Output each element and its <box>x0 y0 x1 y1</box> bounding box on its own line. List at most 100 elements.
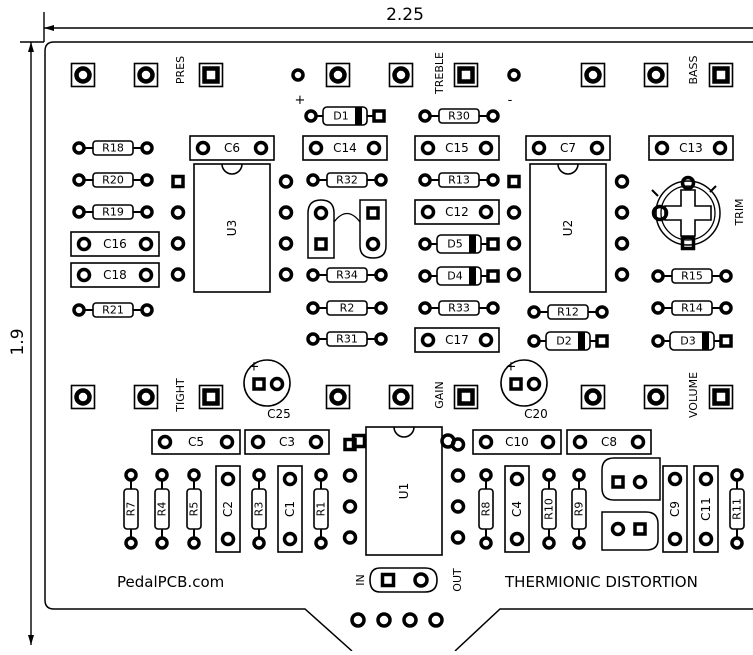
trimmer-tick <box>651 189 659 197</box>
pad <box>72 205 86 219</box>
pad <box>365 236 381 252</box>
resistor-r30: R30 <box>418 108 500 124</box>
pot-label-gain: GAIN <box>433 381 446 409</box>
resistor-body <box>438 108 480 124</box>
pad <box>282 531 298 547</box>
polarity-minus: - <box>508 93 513 108</box>
resistor-body <box>251 488 267 530</box>
capacitor-label: C18 <box>103 268 127 282</box>
resistor-label: R3 <box>253 502 266 517</box>
pad <box>253 140 269 156</box>
pot-pad-outline <box>70 384 96 410</box>
diode-label: D1 <box>333 110 348 123</box>
resistor-r5: R5 <box>186 468 202 550</box>
pot-pad-outline <box>70 62 96 88</box>
capacitor-label: C13 <box>679 141 703 155</box>
ic-notch <box>557 163 579 175</box>
pad <box>195 140 211 156</box>
diode-d2: D2 <box>527 331 609 351</box>
pot-pad-square <box>712 388 730 406</box>
pad-square <box>633 522 647 536</box>
resistor-label: R21 <box>102 304 124 317</box>
pad <box>138 267 154 283</box>
pad <box>632 474 648 490</box>
pad <box>486 173 500 187</box>
resistor-label: R2 <box>340 302 355 315</box>
pad <box>124 468 138 482</box>
ic-u3: U3 <box>170 163 294 293</box>
capacitor-c6: C6 <box>189 135 275 161</box>
pad <box>478 140 494 156</box>
pot-pad <box>329 388 347 406</box>
diode-label: D5 <box>447 238 462 251</box>
pad <box>306 173 320 187</box>
resistor-label: R10 <box>543 498 556 520</box>
diode-stripe <box>469 267 476 285</box>
pad <box>630 434 646 450</box>
pad <box>418 301 432 315</box>
pot-label-volume: VOLUME <box>687 372 700 418</box>
pad <box>72 173 86 187</box>
resistor-r31: R31 <box>306 331 388 347</box>
ic-label: U1 <box>397 483 411 499</box>
footprint-outline <box>601 457 661 501</box>
pad <box>306 268 320 282</box>
electrolytic-plus: + <box>249 360 260 375</box>
pot-pad <box>137 66 155 84</box>
transistor-footprint-b <box>359 199 387 259</box>
resistor-label: R33 <box>448 302 470 315</box>
capacitor-body <box>414 327 500 353</box>
pot-pad <box>329 66 347 84</box>
pot-bass <box>580 62 734 88</box>
in-label: IN <box>354 574 367 585</box>
resistor-label: R11 <box>731 498 744 520</box>
pad <box>450 468 466 483</box>
dimension-width <box>43 12 753 42</box>
pad <box>342 530 358 545</box>
capacitor-body <box>277 465 303 553</box>
electrolytic-plus: + <box>506 360 517 375</box>
resistor-r32: R32 <box>306 172 388 188</box>
pad <box>306 301 320 315</box>
pot-pad-outline <box>133 62 159 88</box>
resistor-r13: R13 <box>418 172 500 188</box>
trimmer-ring <box>655 180 721 246</box>
pad <box>478 204 494 220</box>
pad <box>220 531 236 547</box>
pad <box>651 269 665 283</box>
width-label: 2.25 <box>386 5 424 25</box>
pot-label-bass: BASS <box>687 55 700 84</box>
pot-pad <box>392 66 410 84</box>
pot-label-pres: PRES <box>174 56 187 84</box>
pot-pad-outline <box>708 384 734 410</box>
diode-label: D2 <box>556 335 571 348</box>
pad <box>614 174 630 189</box>
resistor-label: R5 <box>188 502 201 517</box>
pad <box>479 536 493 550</box>
pot-pad-outline <box>643 384 669 410</box>
pot-pad-outline <box>580 384 606 410</box>
ic-label: U2 <box>561 220 575 236</box>
pot-tight <box>70 384 224 410</box>
footprint-link <box>333 212 361 223</box>
resistor-body <box>541 488 557 530</box>
pad-square <box>486 269 500 283</box>
capacitor-body <box>70 262 160 288</box>
capacitor-body <box>215 465 241 553</box>
pad <box>304 109 318 123</box>
capacitor-c11: C11 <box>693 465 719 553</box>
pad-square <box>595 334 609 348</box>
pot-pad <box>584 388 602 406</box>
pad <box>651 334 665 348</box>
resistor-r2: R2 <box>306 300 388 316</box>
footprint-outline <box>601 511 659 551</box>
pot-pad-square <box>202 388 220 406</box>
pad <box>418 237 432 251</box>
resistor-body <box>671 300 713 316</box>
pot-pad <box>137 388 155 406</box>
pot-pad-outline <box>198 62 224 88</box>
pad <box>374 173 388 187</box>
pot-pad-square <box>457 388 475 406</box>
capacitor-body <box>244 429 330 455</box>
